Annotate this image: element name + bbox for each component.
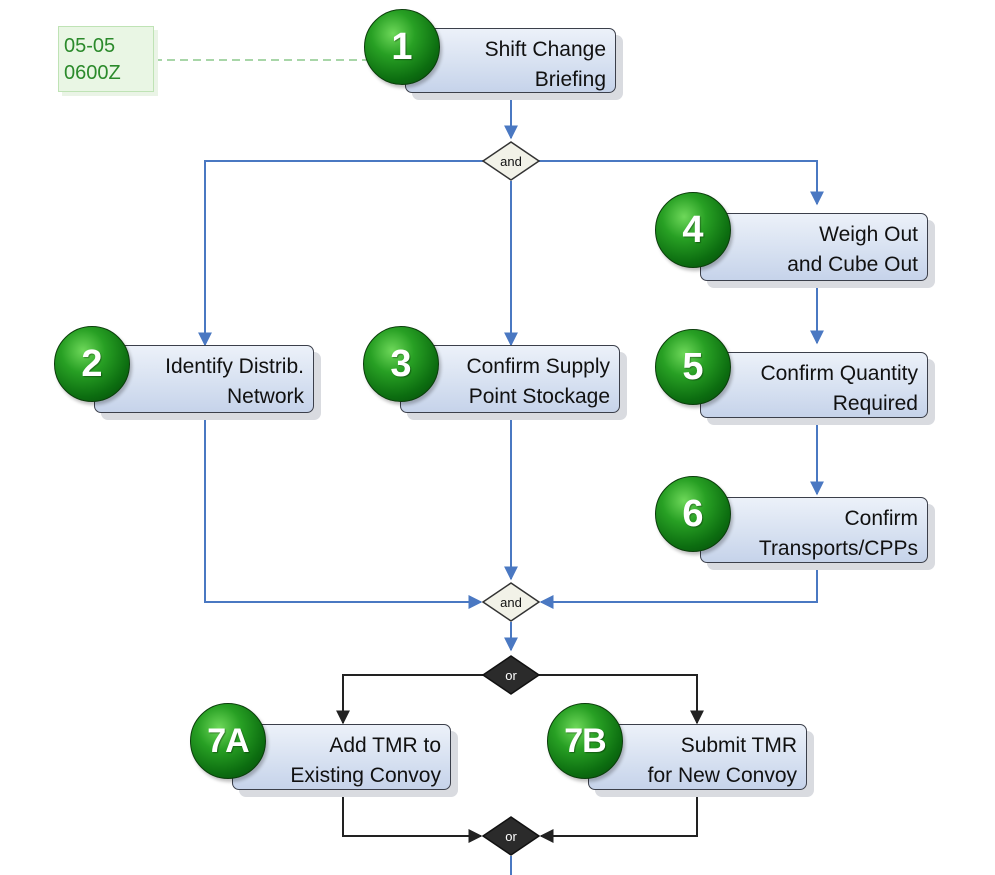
gateway-and-split: and (483, 142, 539, 180)
task-label-line-2: Point Stockage (468, 385, 610, 408)
step-badge-7b: 7B (547, 703, 623, 779)
task-label-line-2: Briefing (534, 68, 606, 91)
task-label-line-1: Confirm Supply (466, 355, 610, 378)
task-label-line-2: Transports/CPPs (758, 537, 918, 560)
gateway-diamond-or-join (481, 816, 541, 856)
gateway-label: and (500, 153, 522, 169)
gateway-or-join: or (483, 817, 539, 855)
task-label-line-1: Shift Change (484, 38, 606, 61)
flow-7b-to-or-join (539, 790, 698, 843)
task-label-line-1: Weigh Out (819, 223, 918, 246)
note-time: 0600Z (64, 62, 121, 84)
gateway-label: or (505, 667, 517, 683)
note-date: 05-05 (64, 35, 116, 57)
task-label-line-1: Submit TMR (680, 734, 797, 757)
task-7a-add-tmr-existing-convoy[interactable]: Add TMR to Existing Convoy (232, 724, 451, 790)
task-4-weigh-out-cube-out[interactable]: Weigh Out and Cube Out (700, 213, 928, 281)
step-badge-5: 5 (655, 329, 731, 405)
flow-and-split-to-2 (198, 160, 483, 347)
task-3-confirm-supply-point-stockage[interactable]: Confirm Supply Point Stockage (400, 345, 620, 413)
task-label-line-1: Confirm Quantity (760, 362, 918, 385)
flow-6-to-and-join (539, 563, 818, 609)
step-badge-4: 4 (655, 192, 731, 268)
task-label-line-1: Add TMR to (329, 734, 441, 757)
flow-and-split-to-4 (539, 160, 824, 206)
task-label-line-2: for New Convoy (647, 764, 797, 787)
gateway-diamond-and-join (481, 582, 541, 622)
step-badge-3: 3 (363, 326, 439, 402)
step-badge-7a: 7A (190, 703, 266, 779)
task-label-line-2: Existing Convoy (290, 764, 441, 787)
gateway-or-split: or (483, 656, 539, 694)
gateway-diamond-or-split (481, 655, 541, 695)
step-badge-2: 2 (54, 326, 130, 402)
task-5-confirm-quantity-required[interactable]: Confirm Quantity Required (700, 352, 928, 418)
task-label-line-2: Required (832, 392, 918, 415)
flow-or-split-to-7a (336, 674, 483, 725)
date-time-note: 05-05 0600Z (58, 26, 154, 92)
gateway-diamond-and-split (481, 141, 541, 181)
task-label-line-2: Network (226, 385, 304, 408)
step-badge-1: 1 (364, 9, 440, 85)
gateway-label: or (505, 828, 517, 844)
gateway-label: and (500, 594, 522, 610)
task-6-confirm-transports-cpps[interactable]: Confirm Transports/CPPs (700, 497, 928, 563)
gateway-and-join: and (483, 583, 539, 621)
task-label-line-1: Identify Distrib. (165, 355, 304, 378)
task-label-line-1: Confirm (844, 507, 918, 530)
flow-7a-to-or-join (342, 790, 483, 843)
task-7b-submit-tmr-new-convoy[interactable]: Submit TMR for New Convoy (588, 724, 807, 790)
flow-or-split-to-7b (539, 674, 704, 725)
task-label-line-2: and Cube Out (787, 253, 918, 276)
step-badge-6: 6 (655, 476, 731, 552)
flow-2-to-and-join (204, 413, 483, 609)
task-2-identify-distrib-network[interactable]: Identify Distrib. Network (94, 345, 314, 413)
